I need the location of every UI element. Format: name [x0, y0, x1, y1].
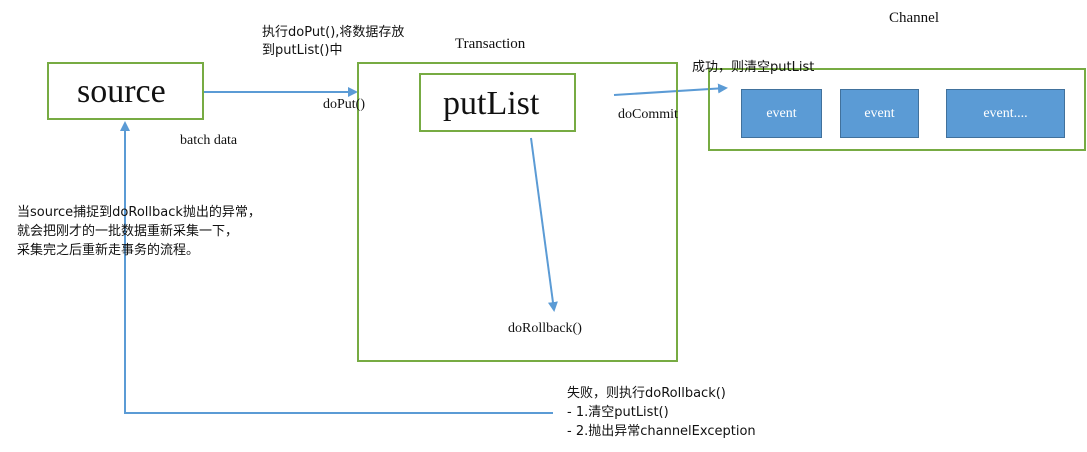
failure-note-line-2: - 1.清空putList() — [567, 405, 669, 420]
failure-note-line-3: - 2.抛出异常channelException — [567, 424, 756, 439]
source-label: source — [77, 73, 166, 110]
retry-note-line-1: 当source捕捉到doRollback抛出的异常， — [17, 205, 261, 220]
rollback-return-arrow — [120, 121, 553, 414]
source-box — [47, 62, 204, 120]
event-block-2: event — [840, 89, 919, 138]
put-note-line-1: 执行doPut(),将数据存放 — [262, 25, 405, 40]
put-note-line-2: 到putList()中 — [262, 43, 343, 58]
success-note: 成功，则清空putList — [692, 60, 815, 75]
batch-data-label: batch data — [180, 133, 238, 148]
do-put-label: doPut() — [323, 97, 365, 112]
event-block-3: event.... — [946, 89, 1065, 138]
do-rollback-arrow — [530, 137, 558, 312]
failure-note-line-1: 失败，则执行doRollback() — [567, 386, 726, 401]
channel-box — [708, 68, 1086, 151]
put-list-label: putList — [443, 85, 540, 122]
retry-note-line-2: 就会把刚才的一批数据重新采集一下， — [17, 224, 239, 239]
do-rollback-label: doRollback() — [508, 321, 582, 336]
do-commit-arrow — [613, 83, 728, 96]
retry-note-line-3: 采集完之后重新走事务的流程。 — [17, 243, 200, 258]
transaction-label: Transaction — [455, 36, 526, 52]
transaction-box — [357, 62, 678, 362]
do-commit-label: doCommit — [618, 107, 678, 122]
put-list-box — [419, 73, 576, 132]
event-block-1: event — [741, 89, 822, 138]
channel-label: Channel — [889, 10, 939, 26]
